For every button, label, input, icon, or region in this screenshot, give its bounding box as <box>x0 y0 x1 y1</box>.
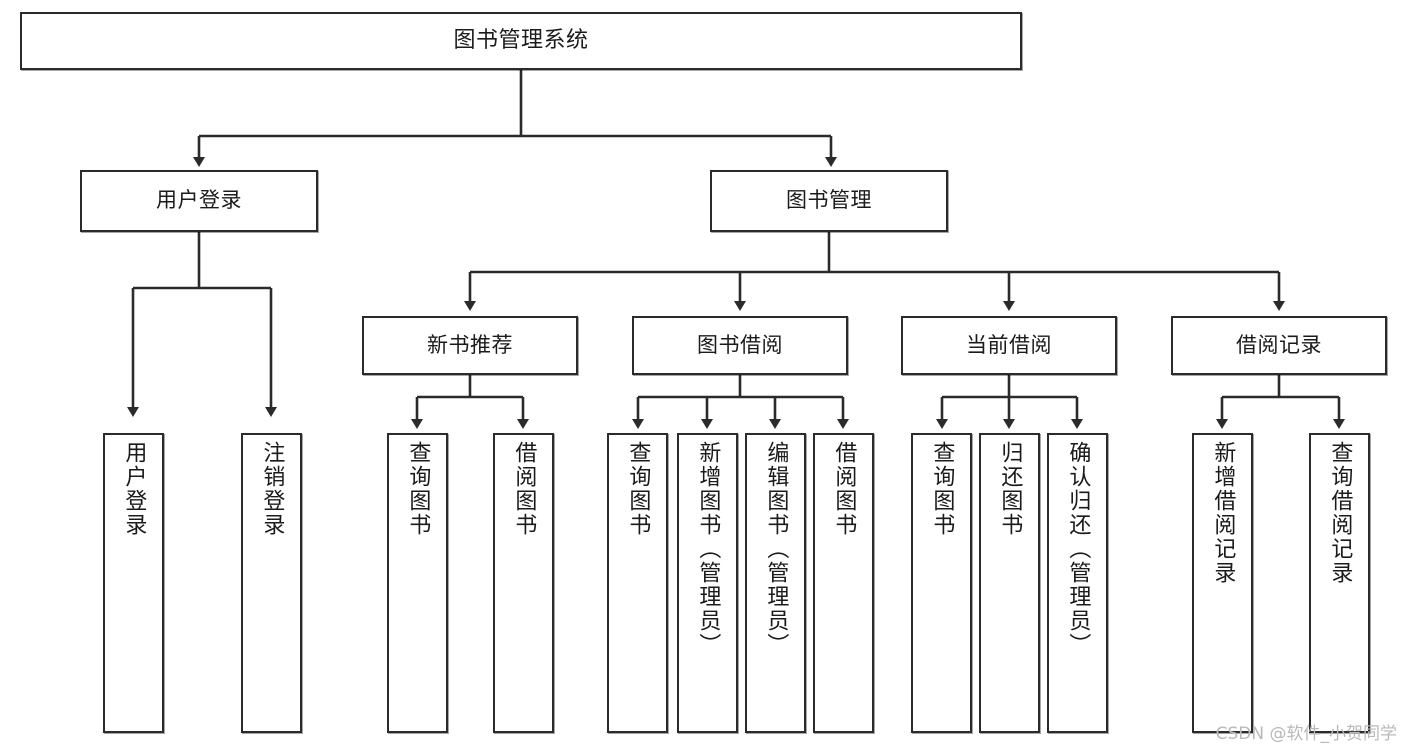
leaf-confirm-return-label: 确认归还（管理员） <box>1065 441 1091 657</box>
leaf-borrow-book-2[interactable]: 借阅图书 <box>813 433 874 733</box>
node-book-borrow-label: 图书借阅 <box>697 332 783 357</box>
leaf-edit-book[interactable]: 编辑图书（管理员） <box>745 433 806 733</box>
node-new-book-rec[interactable]: 新书推荐 <box>362 316 578 375</box>
node-current-borrow-label: 当前借阅 <box>966 332 1052 357</box>
leaf-borrow-book-1-label: 借阅图书 <box>511 441 537 537</box>
node-borrow-record[interactable]: 借阅记录 <box>1171 316 1387 375</box>
leaf-query-book-3[interactable]: 查询图书 <box>911 433 972 733</box>
leaf-query-book-2-label: 查询图书 <box>625 441 651 537</box>
leaf-add-record-label: 新增借阅记录 <box>1210 441 1236 585</box>
leaf-query-book-2[interactable]: 查询图书 <box>607 433 668 733</box>
node-root[interactable]: 图书管理系统 <box>20 12 1022 70</box>
leaf-return-book-label: 归还图书 <box>997 441 1023 537</box>
leaf-user-login[interactable]: 用户登录 <box>103 433 164 733</box>
leaf-return-book[interactable]: 归还图书 <box>979 433 1040 733</box>
leaf-borrow-book-1[interactable]: 借阅图书 <box>493 433 554 733</box>
node-book-borrow[interactable]: 图书借阅 <box>632 316 848 375</box>
csdn-watermark: CSDN @软件_小贺同学 <box>1215 724 1397 744</box>
node-user-login-label: 用户登录 <box>156 188 242 213</box>
leaf-borrow-book-2-label: 借阅图书 <box>831 441 857 537</box>
node-user-login[interactable]: 用户登录 <box>80 170 318 232</box>
leaf-logout-label: 注销登录 <box>259 441 285 537</box>
node-current-borrow[interactable]: 当前借阅 <box>901 316 1117 375</box>
leaf-user-login-label: 用户登录 <box>121 441 147 537</box>
node-book-manage[interactable]: 图书管理 <box>710 170 948 232</box>
leaf-edit-book-label: 编辑图书（管理员） <box>763 441 789 657</box>
node-root-label: 图书管理系统 <box>453 27 589 53</box>
leaf-query-record-label: 查询借阅记录 <box>1327 441 1353 585</box>
leaf-query-book-1-label: 查询图书 <box>405 441 431 537</box>
leaf-query-book-3-label: 查询图书 <box>929 441 955 537</box>
node-borrow-record-label: 借阅记录 <box>1236 332 1322 357</box>
leaf-query-book-1[interactable]: 查询图书 <box>387 433 448 733</box>
leaf-add-record[interactable]: 新增借阅记录 <box>1192 433 1253 733</box>
leaf-add-book[interactable]: 新增图书（管理员） <box>677 433 738 733</box>
leaf-confirm-return[interactable]: 确认归还（管理员） <box>1047 433 1108 733</box>
leaf-logout[interactable]: 注销登录 <box>241 433 302 733</box>
node-new-book-rec-label: 新书推荐 <box>427 332 513 357</box>
leaf-query-record[interactable]: 查询借阅记录 <box>1309 433 1370 733</box>
leaf-add-book-label: 新增图书（管理员） <box>695 441 721 657</box>
node-book-manage-label: 图书管理 <box>786 188 872 213</box>
